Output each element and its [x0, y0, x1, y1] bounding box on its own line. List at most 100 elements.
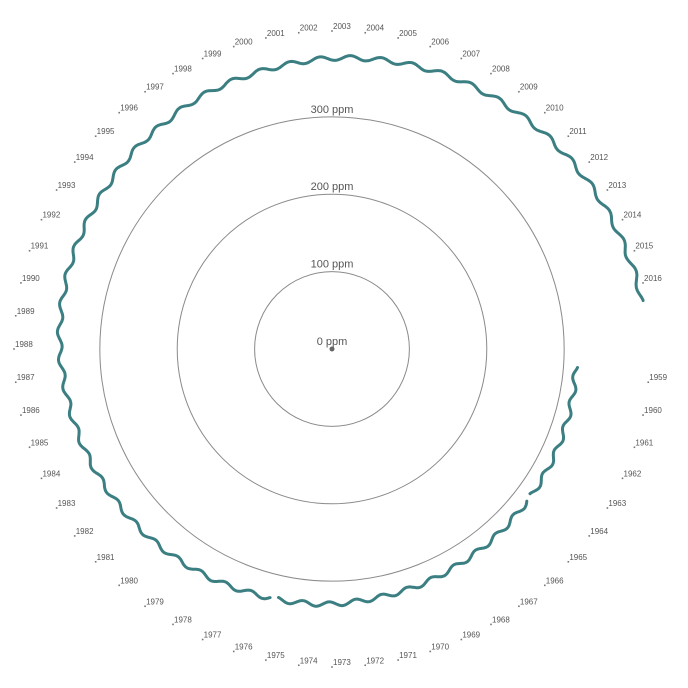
year-label-2005: 2005 — [399, 29, 417, 38]
year-label-1983: 1983 — [58, 499, 76, 508]
year-label-1963: 1963 — [608, 499, 626, 508]
year-label-1982: 1982 — [76, 527, 94, 536]
year-dot-1976 — [232, 650, 235, 653]
year-label-2014: 2014 — [624, 211, 642, 220]
year-label-1967: 1967 — [520, 597, 538, 606]
year-label-2000: 2000 — [235, 38, 253, 47]
year-dot-1978 — [172, 623, 174, 626]
year-label-1994: 1994 — [76, 153, 94, 162]
year-label-1962: 1962 — [624, 469, 642, 478]
year-dot-1968 — [490, 623, 492, 626]
year-label-2008: 2008 — [492, 65, 510, 74]
year-label-2003: 2003 — [333, 22, 351, 31]
year-label-1974: 1974 — [300, 656, 318, 665]
year-label-1960: 1960 — [644, 406, 662, 415]
year-dot-1974 — [297, 664, 300, 667]
year-label-1985: 1985 — [31, 438, 49, 447]
year-dot-2014 — [621, 218, 624, 221]
year-label-1990: 1990 — [22, 274, 40, 283]
co2-line-segment-3 — [55, 54, 645, 601]
year-dot-1973 — [331, 666, 333, 668]
year-dot-2013 — [606, 189, 609, 191]
ring-100-ppm — [254, 271, 410, 427]
year-dot-1961 — [633, 446, 636, 449]
year-dot-1998 — [172, 72, 174, 75]
year-dot-1988 — [13, 348, 15, 350]
year-label-2013: 2013 — [608, 181, 626, 190]
year-label-1973: 1973 — [333, 658, 351, 667]
ring-200-ppm — [176, 193, 488, 505]
year-label-1977: 1977 — [204, 631, 222, 640]
year-label-2011: 2011 — [569, 127, 587, 136]
year-dot-1991 — [28, 249, 31, 252]
year-dot-1987 — [14, 381, 17, 384]
co2-series — [55, 54, 645, 608]
year-dot-1986 — [20, 414, 22, 416]
year-dot-2015 — [633, 249, 636, 252]
year-label-1999: 1999 — [204, 49, 222, 58]
year-label-1997: 1997 — [146, 83, 164, 92]
year-label-1964: 1964 — [590, 527, 608, 536]
ppm-rings — [99, 116, 565, 582]
year-label-1969: 1969 — [462, 631, 480, 640]
year-dot-2005 — [397, 37, 399, 39]
year-dot-2004 — [364, 31, 367, 34]
year-label-2010: 2010 — [546, 104, 564, 113]
year-dot-1959 — [647, 381, 650, 384]
year-dot-1969 — [460, 638, 463, 641]
year-label-2004: 2004 — [366, 24, 384, 33]
year-label-1981: 1981 — [97, 553, 115, 562]
year-label-1975: 1975 — [267, 651, 285, 660]
co2-line-segment-2 — [277, 499, 529, 608]
year-dot-1967 — [518, 605, 520, 608]
year-dot-1992 — [40, 218, 43, 221]
year-dot-1966 — [543, 584, 546, 587]
ring-label-100: 100 ppm — [311, 259, 354, 271]
year-label-1984: 1984 — [42, 469, 60, 478]
year-label-1978: 1978 — [174, 615, 192, 624]
year-dot-2003 — [331, 30, 333, 32]
year-label-2006: 2006 — [431, 38, 449, 47]
year-dot-1979 — [144, 605, 146, 608]
year-dot-2008 — [490, 72, 492, 75]
year-label-1979: 1979 — [146, 597, 164, 606]
year-dot-1994 — [73, 161, 76, 163]
year-dot-2016 — [642, 282, 644, 284]
year-dot-1983 — [55, 507, 58, 509]
ring-label-0: 0 ppm — [317, 336, 348, 348]
year-dot-2006 — [429, 45, 432, 48]
year-label-1993: 1993 — [58, 181, 76, 190]
year-label-1976: 1976 — [235, 642, 253, 651]
year-label-1991: 1991 — [31, 242, 49, 251]
year-dot-1989 — [14, 314, 17, 317]
year-dot-1990 — [20, 282, 22, 284]
year-label-2007: 2007 — [462, 49, 480, 58]
year-label-2016: 2016 — [644, 274, 662, 283]
year-label-1971: 1971 — [399, 651, 417, 660]
year-dot-1993 — [55, 189, 58, 191]
center-dot — [329, 346, 335, 352]
year-dot-2009 — [518, 90, 520, 93]
year-label-2009: 2009 — [520, 83, 538, 92]
year-ticks: 1959196019611962196319641965196619671968… — [13, 22, 668, 668]
year-label-1980: 1980 — [120, 576, 138, 585]
year-dot-1997 — [144, 90, 146, 93]
year-dot-1965 — [567, 560, 570, 563]
year-label-1992: 1992 — [42, 211, 60, 220]
year-label-1988: 1988 — [15, 340, 33, 349]
ring-label-200: 200 ppm — [311, 181, 354, 193]
year-label-1996: 1996 — [120, 104, 138, 113]
year-label-1986: 1986 — [22, 406, 40, 415]
year-label-1989: 1989 — [17, 307, 35, 316]
year-dot-1963 — [606, 507, 609, 509]
year-dot-1999 — [201, 57, 204, 60]
year-dot-1985 — [28, 446, 31, 449]
year-dot-1962 — [621, 477, 624, 480]
year-dot-1980 — [118, 584, 121, 587]
year-dot-2010 — [543, 111, 546, 114]
year-dot-1960 — [642, 414, 644, 416]
year-dot-1996 — [118, 111, 121, 114]
year-label-1995: 1995 — [97, 127, 115, 136]
year-dot-1970 — [429, 650, 432, 653]
